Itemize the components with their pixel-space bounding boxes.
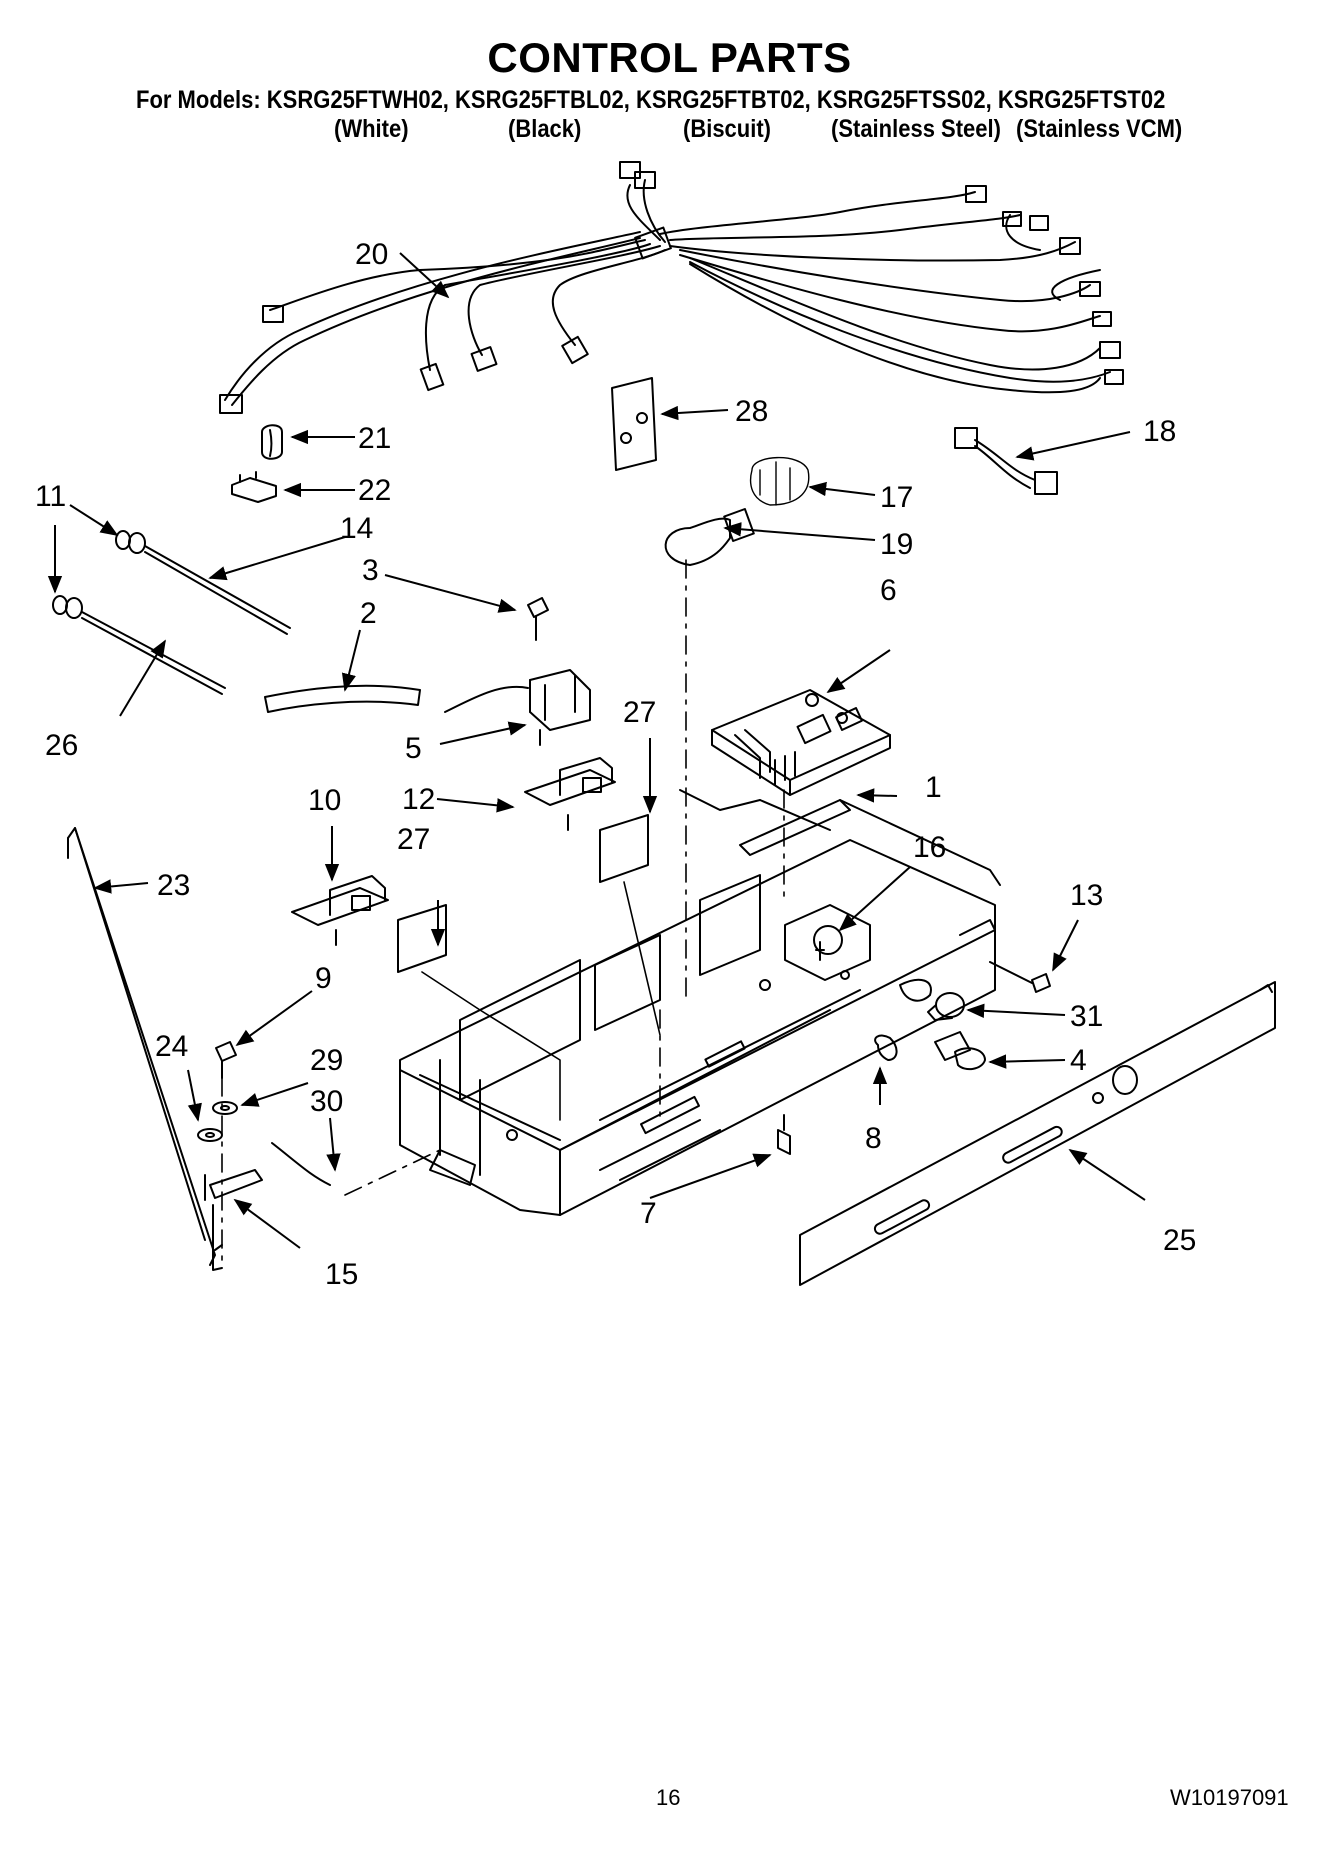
control-housing-drawing (399, 789, 1001, 1216)
callout-22: 22 (358, 474, 391, 507)
light-bulb-drawing (664, 508, 755, 566)
pad-drawing (611, 377, 657, 471)
callout-arrows (47, 252, 1146, 1249)
assembly-lines (221, 559, 785, 1261)
callout-17: 17 (880, 481, 913, 514)
callout-7: 7 (640, 1197, 657, 1230)
hinge-hardware-drawing (197, 1041, 331, 1271)
drain-tube-drawing (264, 684, 421, 713)
callout-10: 10 (308, 784, 341, 817)
callout-14: 14 (340, 512, 373, 545)
wiring-harness-drawing (219, 161, 1124, 414)
callout-24: 24 (155, 1030, 188, 1063)
switch-drawing (444, 669, 591, 746)
light-socket-drawing (749, 456, 810, 506)
label-27-drawings (397, 814, 649, 973)
callout-6: 6 (880, 574, 897, 607)
document-number: W10197091 (1170, 1785, 1289, 1810)
callout-8: 8 (865, 1122, 882, 1155)
screw-13-drawing (989, 961, 1051, 993)
screw-3-drawing (527, 597, 549, 641)
leader-lines (421, 881, 661, 1121)
variant-stainless-steel: (Stainless Steel) (831, 115, 1001, 143)
bracket-12-drawing (524, 757, 616, 831)
holder-drawing (231, 471, 277, 503)
callout-13: 13 (1070, 879, 1103, 912)
tube-and-fittings-drawing (52, 530, 291, 695)
callout-5: 5 (405, 732, 422, 765)
jumper-harness-drawing (954, 427, 1058, 495)
callout-2: 2 (360, 597, 377, 630)
thermostat-drawing (784, 904, 871, 981)
callout-12: 12 (402, 783, 435, 816)
callout-16: 16 (913, 831, 946, 864)
callout-3: 3 (362, 554, 379, 587)
callout-18: 18 (1143, 415, 1176, 448)
variant-biscuit: (Biscuit) (683, 115, 771, 143)
callout-27-left: 27 (397, 823, 430, 856)
wire-clip-drawing (261, 424, 283, 460)
switch-4-drawing (934, 1031, 986, 1071)
control-board-drawing (711, 689, 891, 796)
callout-1: 1 (925, 771, 942, 804)
callout-23: 23 (157, 869, 190, 902)
callout-27-right: 27 (623, 696, 656, 729)
callout-4: 4 (1070, 1044, 1087, 1077)
callout-25: 25 (1163, 1224, 1196, 1257)
callout-20: 20 (355, 238, 388, 271)
callout-28: 28 (735, 395, 768, 428)
variant-stainless-vcm: (Stainless VCM) (1016, 115, 1183, 143)
bracket-10-drawing (291, 875, 389, 946)
heater-rod-drawing (67, 827, 223, 1266)
callout-15: 15 (325, 1258, 358, 1291)
callout-31: 31 (1070, 1000, 1103, 1033)
callout-19: 19 (880, 528, 913, 561)
screw-7-drawing (777, 1114, 791, 1155)
callout-21: 21 (358, 422, 391, 455)
variant-black: (Black) (508, 115, 582, 143)
page-number: 16 (656, 1785, 681, 1810)
callout-labels: 20 21 22 28 18 17 19 11 14 3 6 2 26 27 5… (35, 238, 1196, 1291)
variant-white: (White) (334, 115, 409, 143)
lens-8-drawing (874, 1034, 898, 1061)
page-title: CONTROL PARTS (487, 34, 852, 81)
callout-26: 26 (45, 729, 78, 762)
callout-11: 11 (35, 480, 66, 513)
callout-9: 9 (315, 962, 332, 995)
button-31-drawing (927, 992, 965, 1021)
models-line: For Models: KSRG25FTWH02, KSRG25FTBL02, … (136, 86, 1166, 114)
control-panel-drawing (799, 981, 1276, 1286)
callout-30: 30 (310, 1085, 343, 1118)
callout-29: 29 (310, 1044, 343, 1077)
